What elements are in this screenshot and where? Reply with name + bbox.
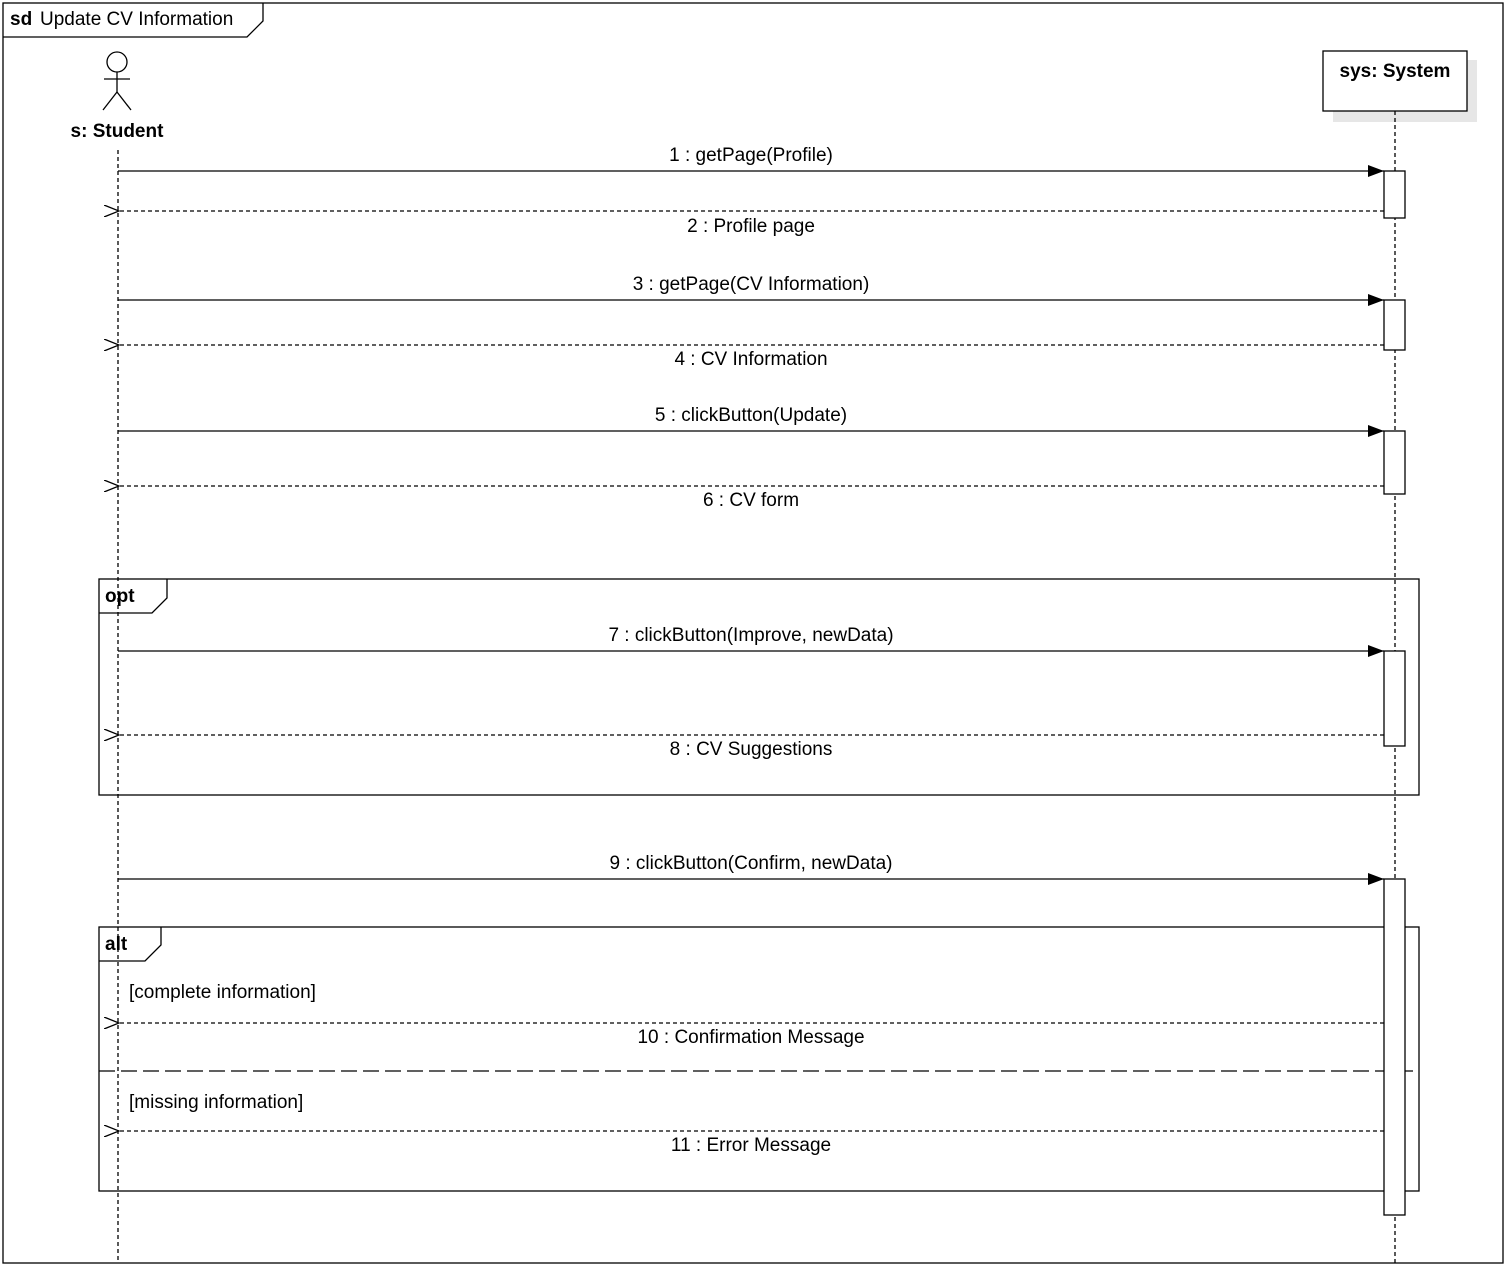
activation-bar [1383,878,1406,1216]
frame-title: Update CV Information [40,9,233,30]
alt-fragment-tab [99,927,162,962]
alt-guard-complete: [complete information] [129,982,316,1003]
activation-bar [1383,299,1406,351]
message-label: 5 : clickButton(Update) [655,405,847,426]
message-label: 9 : clickButton(Confirm, newData) [610,853,893,874]
activation-bar [1383,430,1406,495]
activation-bar [1383,170,1406,219]
alt-fragment [98,926,1420,1192]
opt-fragment-tab [99,579,168,614]
message-label: 10 : Confirmation Message [637,1027,864,1048]
message-label: 2 : Profile page [687,216,815,237]
frame-keyword: sd [10,9,32,30]
message-label: 3 : getPage(CV Information) [633,274,870,295]
opt-operator: opt [105,586,135,607]
message-label: 11 : Error Message [671,1135,831,1156]
message-label: 1 : getPage(Profile) [669,145,833,166]
student-actor-icon [102,51,132,111]
message-label: 8 : CV Suggestions [670,739,833,760]
system-lifeline-label: sys: System [1340,61,1451,82]
alt-guard-missing: [missing information] [129,1092,303,1113]
message-label: 4 : CV Information [674,349,827,370]
opt-fragment [98,578,1420,796]
message-label: 6 : CV form [703,490,799,511]
alt-operator: alt [105,934,128,955]
student-lifeline-label: s: Student [71,121,165,142]
message-label: 7 : clickButton(Improve, newData) [608,625,893,646]
frame-label-pentagon [3,3,264,38]
activation-bar [1383,650,1406,747]
